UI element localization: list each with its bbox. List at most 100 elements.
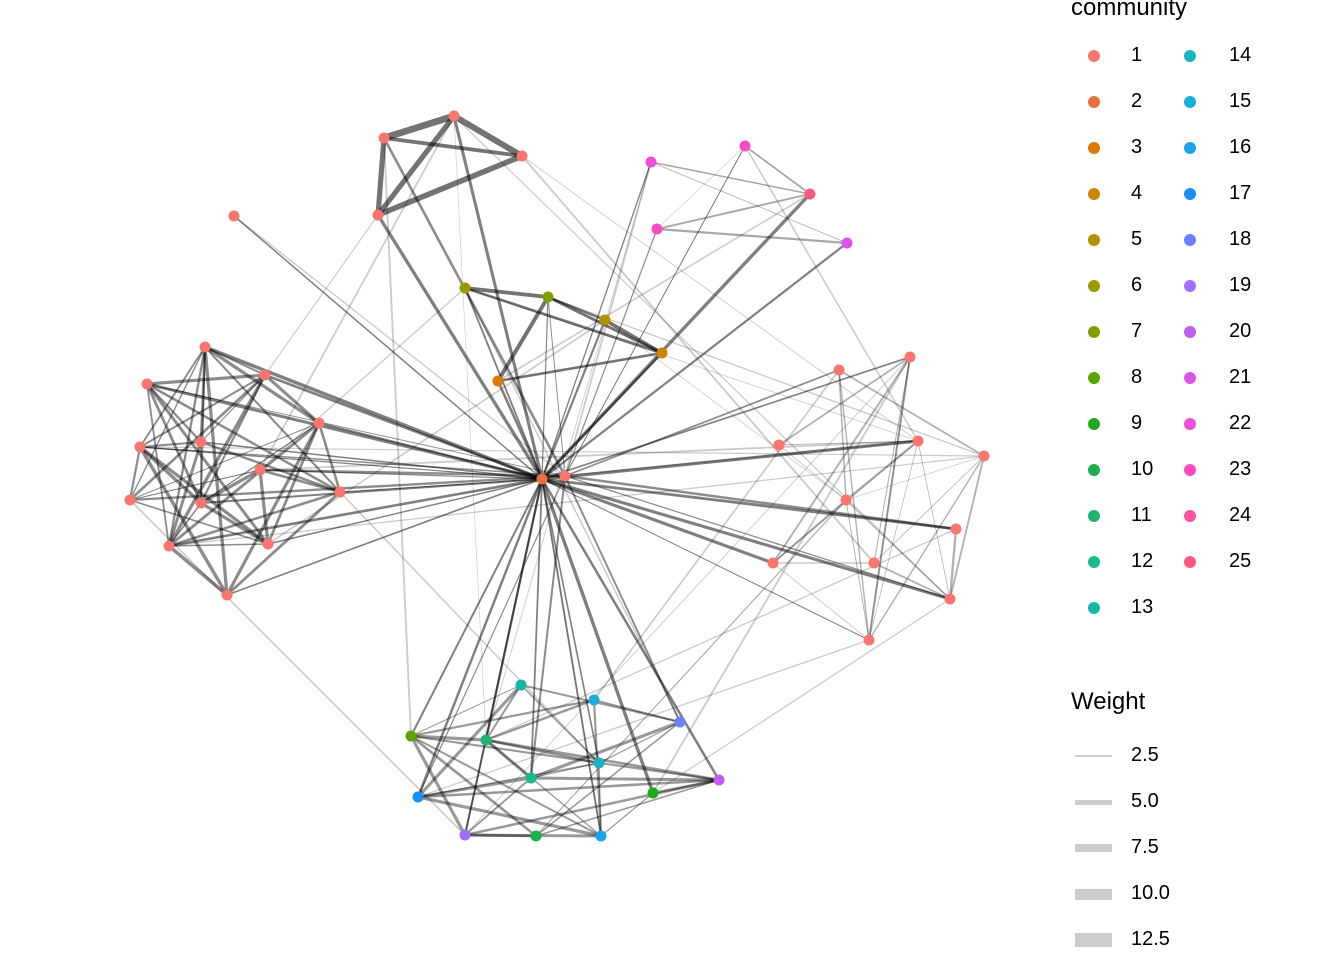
node-community-1 xyxy=(448,110,460,122)
edge xyxy=(382,136,567,478)
node-community-1 xyxy=(313,417,325,429)
edge xyxy=(593,369,840,701)
edge xyxy=(535,721,681,837)
node-community-4 xyxy=(656,347,668,359)
legend-label: 13 xyxy=(1131,596,1154,618)
edge xyxy=(650,161,848,244)
edge xyxy=(529,776,721,782)
legend-dot-icon xyxy=(1184,188,1196,200)
edge xyxy=(339,478,543,493)
edge xyxy=(598,762,602,837)
edge xyxy=(339,491,600,764)
edge xyxy=(484,738,601,765)
node-community-1 xyxy=(950,523,962,535)
legend-dot-icon xyxy=(1184,556,1196,568)
node-community-1 xyxy=(199,341,211,353)
edge xyxy=(772,562,870,641)
edge xyxy=(845,455,985,501)
edge xyxy=(145,382,203,505)
edge xyxy=(540,477,952,601)
edge xyxy=(535,779,720,837)
node-community-1 xyxy=(221,589,233,601)
node-community-22 xyxy=(645,156,657,168)
edge xyxy=(845,499,870,641)
edge xyxy=(778,440,919,446)
edge xyxy=(375,113,457,218)
edge xyxy=(564,440,919,477)
legend-label: 10 xyxy=(1131,458,1154,480)
legend-label: 5 xyxy=(1131,228,1143,250)
node-community-25 xyxy=(804,188,816,200)
node-community-14 xyxy=(593,757,605,769)
edge xyxy=(375,153,525,218)
node-community-1 xyxy=(195,497,207,509)
edge xyxy=(529,720,682,780)
node-community-1 xyxy=(863,634,875,646)
edge xyxy=(535,499,847,837)
edge xyxy=(199,345,207,444)
node-community-10 xyxy=(530,830,542,842)
edge xyxy=(530,478,543,779)
legend-dot-icon xyxy=(1184,464,1196,476)
edge xyxy=(167,440,203,548)
edge xyxy=(264,214,379,376)
community-legend-title: community xyxy=(1071,0,1188,21)
edge xyxy=(564,475,951,600)
edge xyxy=(259,440,919,471)
node-community-3 xyxy=(492,375,504,387)
edge xyxy=(233,215,543,480)
legend-dot-icon xyxy=(1184,372,1196,384)
node-community-17 xyxy=(412,791,424,803)
legend-dot-icon xyxy=(1088,96,1100,108)
legend-dot-icon xyxy=(1088,418,1100,430)
edge xyxy=(541,296,549,480)
edge xyxy=(948,527,958,601)
edge xyxy=(258,468,342,494)
node-community-1 xyxy=(378,132,390,144)
node-community-1 xyxy=(516,150,528,162)
edge xyxy=(464,287,543,480)
edge xyxy=(145,382,270,546)
edge xyxy=(650,161,811,195)
legend-label: 17 xyxy=(1229,182,1252,204)
legend-dot-icon xyxy=(1088,234,1100,246)
edge xyxy=(416,795,603,838)
edge xyxy=(168,455,985,547)
edge xyxy=(464,478,543,836)
edge xyxy=(203,345,229,597)
edge xyxy=(225,490,342,597)
edge xyxy=(409,734,721,782)
node-community-1 xyxy=(833,364,845,376)
node-community-8 xyxy=(405,730,417,742)
edge xyxy=(145,373,267,386)
edge xyxy=(410,478,543,737)
edge xyxy=(540,477,775,565)
edge xyxy=(541,478,602,837)
node-community-16 xyxy=(595,830,607,842)
weight-key-label: 7.5 xyxy=(1131,836,1159,858)
edge xyxy=(409,734,467,837)
edge xyxy=(263,373,321,425)
legend-dot-icon xyxy=(1088,188,1100,200)
edge xyxy=(844,439,920,502)
legend-dot-icon xyxy=(1088,602,1100,614)
edge xyxy=(651,778,721,795)
edge xyxy=(949,455,985,600)
edge xyxy=(128,373,267,502)
edge xyxy=(199,501,270,546)
edge xyxy=(145,382,342,494)
edge xyxy=(464,287,681,723)
edge xyxy=(652,356,911,794)
legend-label: 24 xyxy=(1229,504,1252,526)
edge xyxy=(484,738,533,780)
edge xyxy=(540,351,664,481)
node-community-1 xyxy=(134,441,146,453)
edge xyxy=(258,468,270,546)
node-community-11 xyxy=(480,734,492,746)
node-community-1 xyxy=(262,538,274,550)
legend-label: 9 xyxy=(1131,412,1143,434)
edge xyxy=(416,477,544,799)
edge xyxy=(600,792,654,837)
legend-dot-icon xyxy=(1184,326,1196,338)
node-community-5 xyxy=(599,314,611,326)
